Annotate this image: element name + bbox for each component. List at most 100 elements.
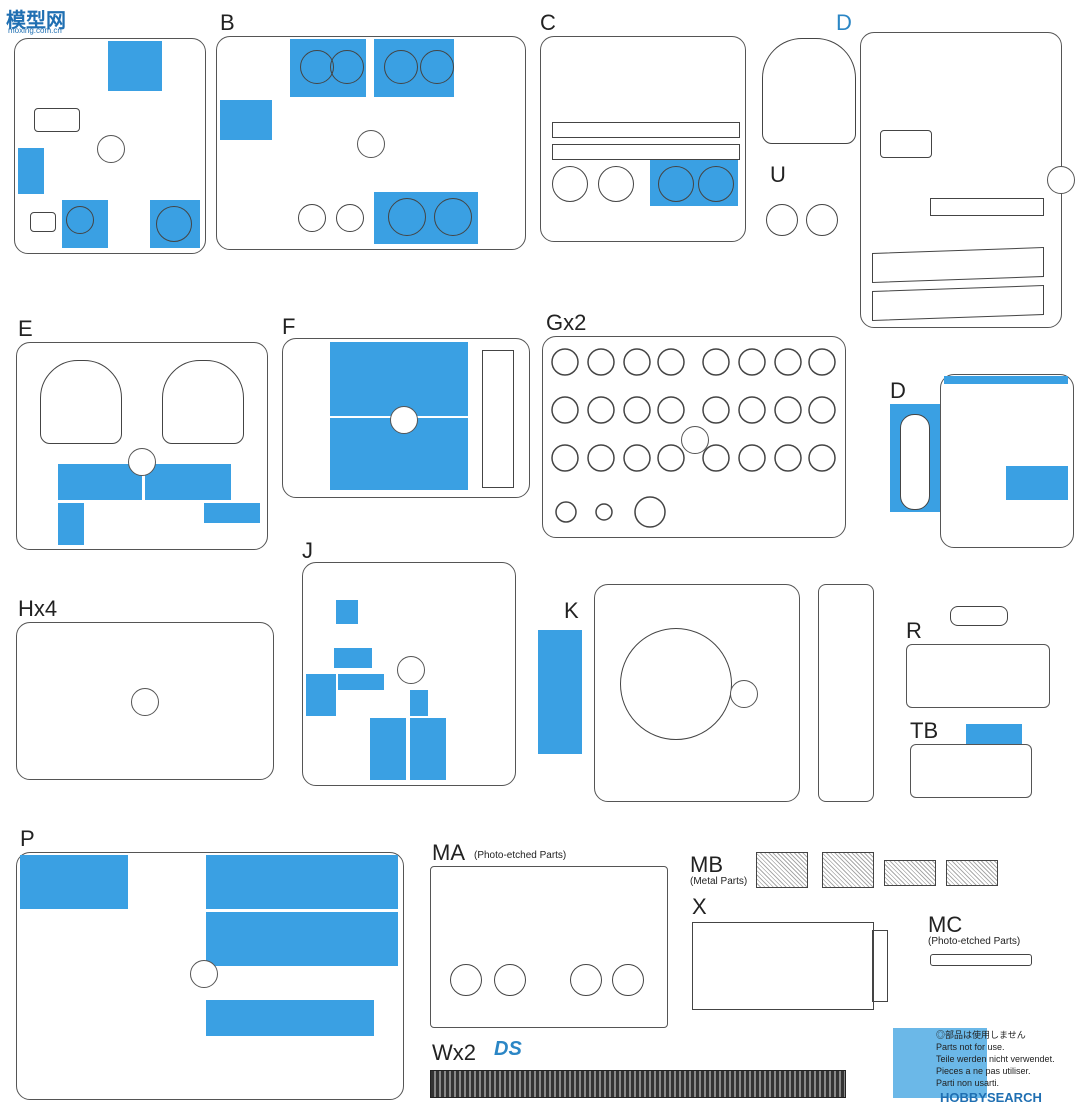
sprue-f-highlight xyxy=(330,342,468,416)
sprue-ma-grille xyxy=(494,964,526,996)
sprue-label-g: Gx2 xyxy=(546,310,587,335)
watermark-hobbysearch: HOBBYSEARCH xyxy=(940,1090,1042,1105)
sprue-c-frame xyxy=(540,36,746,242)
sprue-j-highlight xyxy=(306,674,336,716)
legend-line-3: Teile werden nicht verwendet. xyxy=(936,1054,1055,1064)
sprue-g-hub xyxy=(681,426,709,454)
sprue-label-d: D xyxy=(836,10,852,35)
sprue-d-part xyxy=(880,130,932,158)
sprue-label-h: Hx4 xyxy=(18,596,58,621)
sprue-label-ma: MA xyxy=(432,840,465,865)
sprue-u-wheel xyxy=(806,204,838,236)
sprue-d2-frame xyxy=(940,374,1074,548)
sprue-d2-part xyxy=(900,414,930,510)
sprue-tb-highlight xyxy=(966,724,1022,746)
sprue-p-highlight xyxy=(20,855,128,909)
sprue-b-wheel xyxy=(336,204,364,232)
sprue-x-hull-end xyxy=(872,930,888,1002)
sprue-mb-screen xyxy=(946,860,998,886)
sprue-b-highlight xyxy=(220,100,272,140)
sprue-p-highlight xyxy=(206,855,398,909)
track-links xyxy=(430,1070,846,1098)
sprue-r-frame xyxy=(906,644,1050,708)
sprue-label-mb-sub: (Metal Parts) xyxy=(690,876,748,887)
sprue-d2-highlight xyxy=(1006,466,1068,500)
sprue-h-hub xyxy=(131,688,159,716)
sprue-label-j: J xyxy=(302,538,313,563)
sprue-a-part xyxy=(34,108,80,132)
sprue-f-hub xyxy=(390,406,418,434)
legend-line-2: Parts not for use. xyxy=(936,1042,1005,1052)
sprue-b-sprocket xyxy=(434,198,472,236)
sprue-a-hub xyxy=(97,135,125,163)
sprue-d-frame xyxy=(860,32,1062,328)
sprue-j-highlight xyxy=(334,648,372,668)
sprue-tb-frame xyxy=(910,744,1032,798)
legend-line-1: ◎部品は使用しません xyxy=(936,1030,1026,1040)
sprue-r-part xyxy=(950,606,1008,626)
sprue-k-turret-ring xyxy=(620,628,732,740)
sprue-p-hub xyxy=(190,960,218,988)
legend-swatch xyxy=(893,1028,987,1098)
sprue-a-wheel xyxy=(66,206,94,234)
sprue-label-mb: MB xyxy=(690,852,723,877)
sprue-c-part xyxy=(552,122,740,138)
sprue-mc-strip xyxy=(930,954,1032,966)
sprue-b-hub xyxy=(357,130,385,158)
sprue-b-wheel xyxy=(384,50,418,84)
sprue-e-highlight xyxy=(58,503,84,545)
sprue-j-hub xyxy=(397,656,425,684)
sprue-a-highlight xyxy=(108,41,162,91)
sprue-f-part xyxy=(482,350,514,488)
ds-logo: DS xyxy=(494,1038,522,1060)
sprue-mb-screen xyxy=(884,860,936,886)
legend-line-4: Pieces a ne pas utiliser. xyxy=(936,1066,1031,1076)
sprue-e-hub xyxy=(128,448,156,476)
sprue-d-part xyxy=(930,198,1044,216)
sprue-a-part xyxy=(30,212,56,232)
sprue-label-tb: TB xyxy=(910,718,939,743)
sprue-e-mantlet xyxy=(40,360,122,444)
sprue-c-sprocket xyxy=(698,166,734,202)
sprue-label-mc-sub: (Photo-etched Parts) xyxy=(928,936,1021,947)
sprue-b-wheel xyxy=(298,204,326,232)
sprue-e-highlight xyxy=(58,464,142,500)
sprue-j-highlight xyxy=(338,674,384,690)
sprue-e-highlight xyxy=(204,503,260,523)
watermark-url: moxing.com.cn xyxy=(8,26,62,35)
sprue-e-mantlet xyxy=(162,360,244,444)
sprue-d2-highlight xyxy=(944,376,1068,384)
sprue-c-sprocket xyxy=(658,166,694,202)
sprue-label-e: E xyxy=(18,316,33,341)
sprue-k-side-frame xyxy=(818,584,874,802)
sprue-label-x: X xyxy=(692,894,707,919)
sprue-a-highlight xyxy=(18,148,44,194)
sprue-label-b: B xyxy=(220,10,235,35)
sprue-d-hub xyxy=(1047,166,1075,194)
sprue-u-wheel xyxy=(766,204,798,236)
sprue-b-sprocket xyxy=(388,198,426,236)
sprue-k-highlight xyxy=(538,630,582,754)
sprue-b-wheel xyxy=(330,50,364,84)
sprue-label-p: P xyxy=(20,826,35,851)
sprue-a-wheel xyxy=(156,206,192,242)
sprue-j-highlight xyxy=(410,690,428,716)
sprue-mb-screen xyxy=(756,852,808,888)
legend-line-5: Parti non usarti. xyxy=(936,1078,1000,1088)
sprue-label-w: Wx2 xyxy=(432,1040,476,1065)
sprue-j-highlight xyxy=(336,600,358,624)
sprue-ma-grille xyxy=(570,964,602,996)
sprue-ma-grille xyxy=(450,964,482,996)
sprue-label-k: K xyxy=(564,598,579,623)
sprue-label-u: U xyxy=(770,162,786,187)
sprue-x-hull xyxy=(692,922,874,1010)
sprue-b-wheel xyxy=(420,50,454,84)
sprue-label-f: F xyxy=(282,314,296,339)
sprue-c-sprocket xyxy=(552,166,588,202)
sprue-label-c: C xyxy=(540,10,556,35)
sprue-d-turret-ring xyxy=(762,38,856,144)
sprue-j-highlight xyxy=(410,718,446,780)
sprue-label-mc: MC xyxy=(928,912,963,937)
sprue-c-part xyxy=(552,144,740,160)
